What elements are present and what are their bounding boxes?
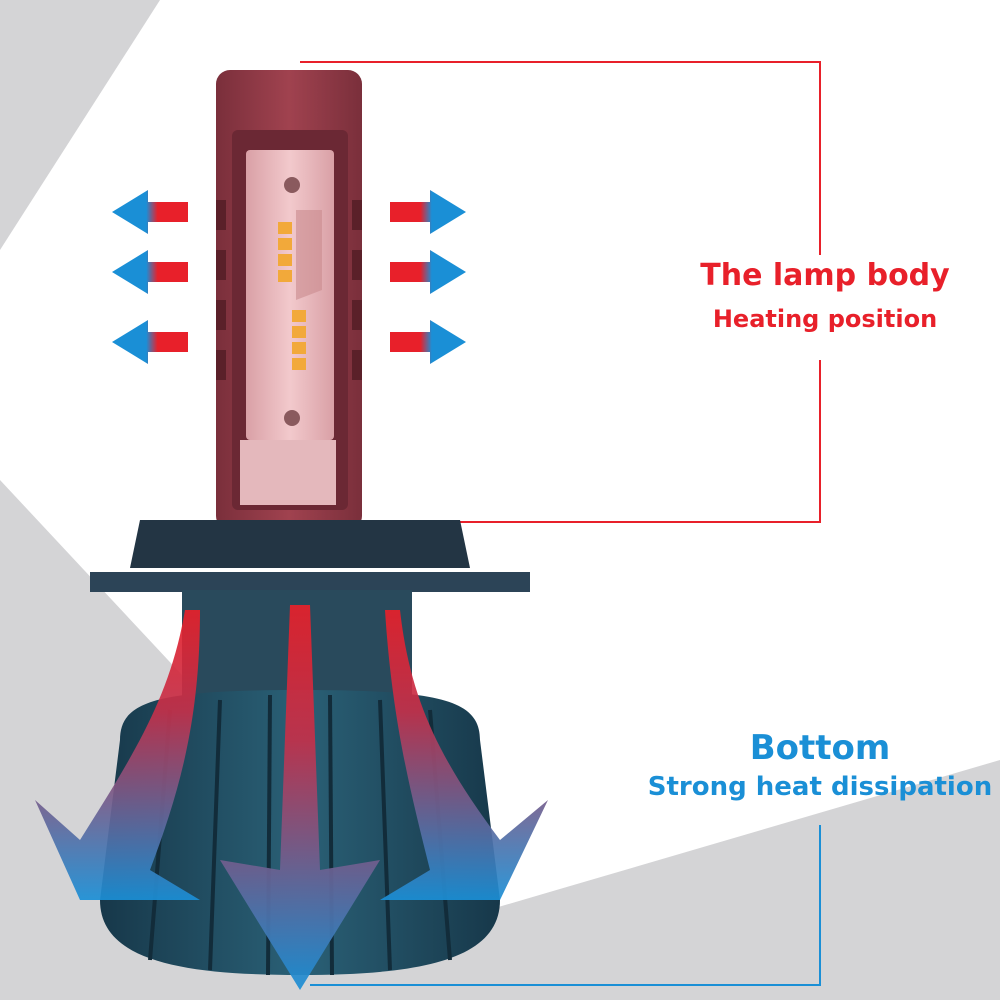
background-wedge-top <box>0 0 160 250</box>
lamp-body-title: The lamp body <box>700 258 950 293</box>
heat-arrows-left <box>112 190 188 364</box>
led-chips <box>278 222 306 370</box>
heat-callout-line <box>300 61 821 523</box>
heating-position-label: Heating position <box>712 305 938 333</box>
screw-top <box>284 177 300 193</box>
heat-dissipation-label: Strong heat dissipation <box>647 772 993 802</box>
heat-dissipation-arrows <box>35 605 548 990</box>
screw-bottom <box>284 410 300 426</box>
led-plate <box>246 150 334 440</box>
lamp-body <box>216 70 362 530</box>
heat-arrows-right <box>390 190 466 364</box>
bottom-title: Bottom <box>749 728 891 768</box>
cool-callout-line <box>310 825 821 986</box>
